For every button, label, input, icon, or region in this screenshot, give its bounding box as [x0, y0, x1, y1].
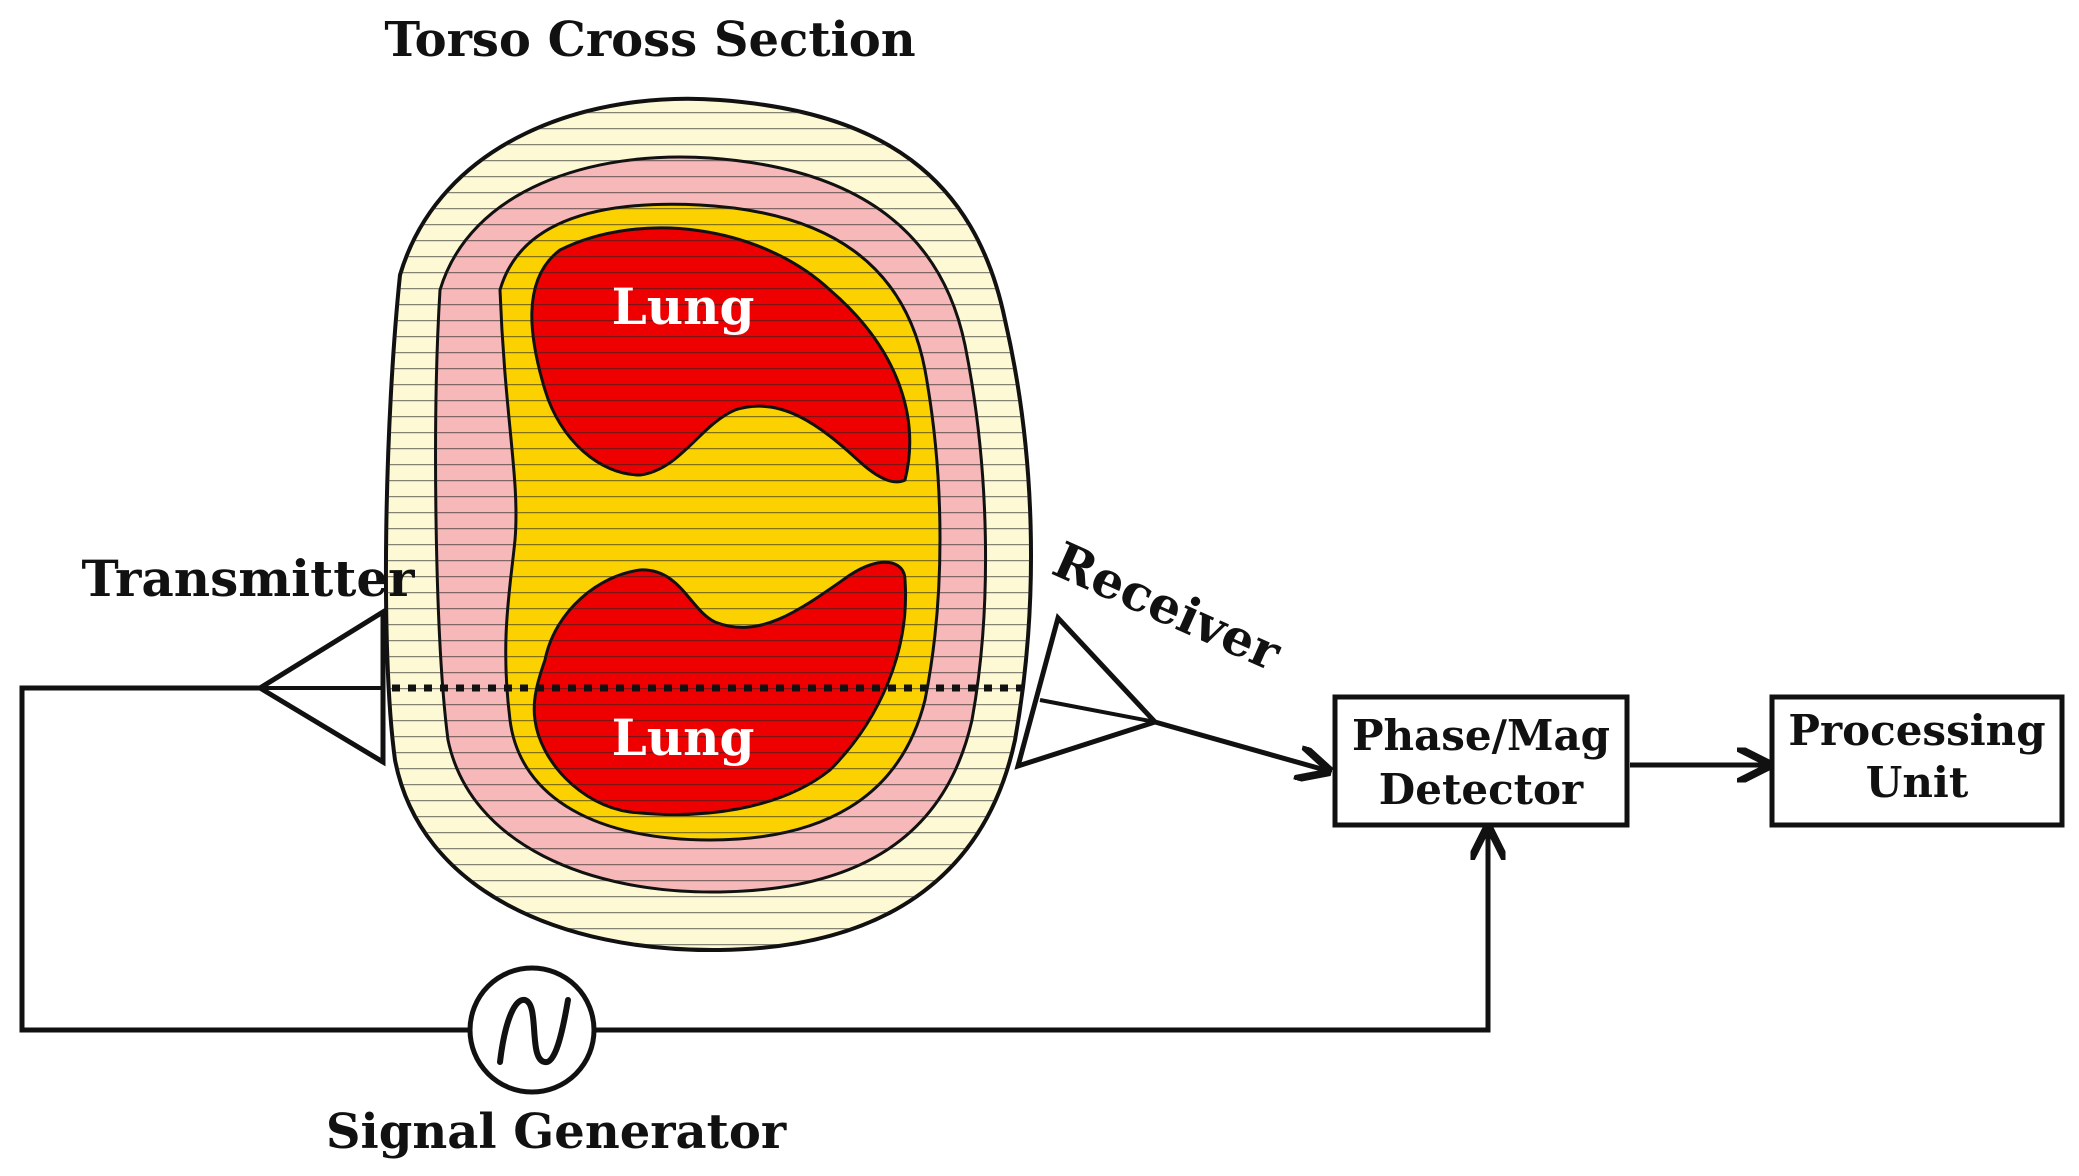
upper-lung-hatch [531, 227, 910, 482]
phase-mag-detector: Phase/Mag Detector [1332, 694, 1630, 828]
transmitter-feed-wire [19, 685, 470, 1033]
circuit-wiring [19, 685, 1765, 1033]
processing-label-line2: Unit [1866, 758, 1969, 807]
transmitter-antenna: Transmitter [81, 549, 415, 767]
lower-lung-label: Lung [612, 708, 755, 767]
torso-cross-section: Lung Lung [383, 96, 1034, 953]
signal-generator-label: Signal Generator [326, 1104, 787, 1160]
receiver-antenna: Receiver [1014, 530, 1290, 770]
transmitter-label: Transmitter [81, 549, 415, 608]
signal-generator: Signal Generator [326, 965, 787, 1160]
processing-label-line1: Processing [1788, 706, 2045, 755]
torso-title: Torso Cross Section [384, 12, 915, 68]
processing-unit: Processing Unit [1769, 694, 2065, 828]
detector-label-line2: Detector [1379, 765, 1584, 814]
antenna-horn-icon [1014, 613, 1160, 770]
processing-box [1769, 694, 2065, 828]
detector-label-line1: Phase/Mag [1352, 711, 1610, 760]
upper-lung-label: Lung [612, 277, 755, 336]
generator-to-detector-wire [595, 832, 1488, 1033]
receiver-to-detector-arrow [1154, 719, 1325, 770]
detector-box [1332, 694, 1630, 828]
